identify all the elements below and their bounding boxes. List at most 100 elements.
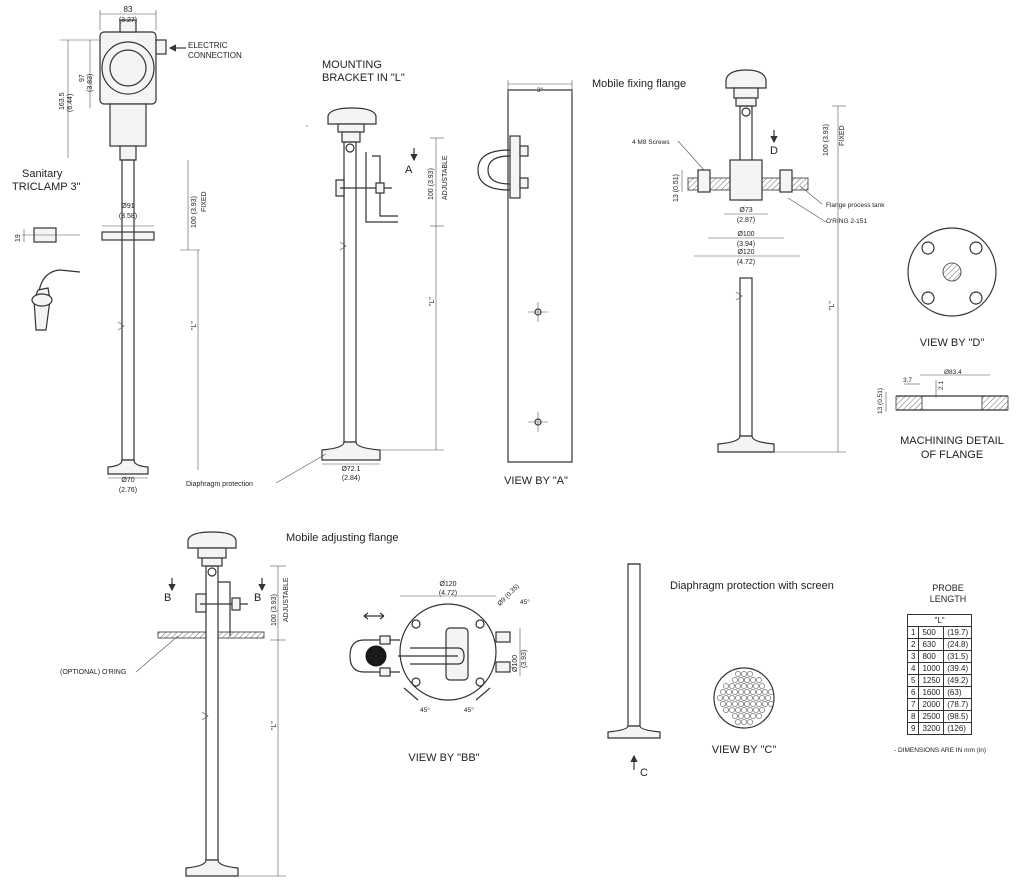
screen-hole — [729, 683, 735, 689]
label-mobile-adjusting: Mobile adjusting flange — [286, 532, 399, 544]
screen-hole — [747, 719, 753, 725]
probe-cell-n: 6 — [906, 686, 920, 699]
arrow-label-b-right: B — [254, 592, 261, 604]
screen-hole — [726, 689, 732, 695]
screen-hole — [741, 719, 747, 725]
probe-cell-mm: 1600 — [918, 686, 945, 699]
probe-cell-in: (126) — [943, 722, 973, 735]
dim-d100b: Ø100 — [512, 655, 519, 672]
screen-hole — [750, 677, 756, 683]
screen-hole — [744, 689, 750, 695]
probe-adjusting-flange — [135, 531, 286, 877]
dim-83: 83 — [124, 5, 133, 14]
housing-cover — [101, 41, 155, 95]
plate — [507, 89, 573, 463]
probe-cell-in: (39.4) — [943, 662, 973, 675]
screen-hole — [735, 695, 741, 701]
screen-hole — [744, 677, 750, 683]
dim-21: 2.1 — [938, 381, 945, 390]
screen-hole — [741, 683, 747, 689]
dim-163: 163.5 — [59, 92, 66, 110]
dim-d9: Ø9 (0.35) — [496, 583, 520, 607]
screen-hole — [738, 677, 744, 683]
dim-d120b-in: (4.72) — [439, 590, 457, 597]
dim-37: 3.7 — [903, 377, 912, 384]
dim-fixed-100b: 100 (3.93) — [823, 124, 830, 156]
screen-circle — [713, 667, 775, 729]
probe-cell-in: (24.8) — [943, 638, 973, 651]
label-view-c: VIEW BY "C" — [712, 744, 777, 756]
dim-13: 13 (0.51) — [673, 174, 680, 202]
transmitter-housing — [99, 31, 157, 105]
screen-hole — [759, 707, 765, 713]
dim-adjustable-b: ADJUSTABLE — [283, 577, 290, 622]
adjusting-flange-circle — [399, 603, 497, 701]
screen-hole — [723, 683, 729, 689]
screen-hole — [732, 689, 738, 695]
label-connection: CONNECTION — [188, 51, 242, 60]
view-bb — [349, 595, 521, 701]
probe-cell-n: 7 — [906, 698, 920, 711]
dimensions-note: - DIMENSIONS ARE IN mm (in) — [894, 747, 986, 754]
screen-hole — [735, 719, 741, 725]
screen-hole — [735, 683, 741, 689]
dim-d91: Ø91 — [121, 203, 134, 210]
view-a — [477, 80, 573, 463]
probe-title-1: PROBE — [932, 583, 964, 593]
probe-cell-n: 3 — [906, 650, 920, 663]
screen-hole — [729, 707, 735, 713]
diaphragm-foot — [607, 725, 661, 739]
screen-hole — [738, 713, 744, 719]
probe-cap — [725, 69, 767, 89]
screen-hole — [741, 707, 747, 713]
probe-tube — [739, 277, 753, 437]
dim-83-in: (3.27) — [119, 17, 137, 24]
dim-d834: Ø83.4 — [944, 369, 962, 376]
arrow-label-b-left: B — [164, 592, 171, 604]
dim-d120: Ø120 — [737, 249, 754, 256]
dim-d120b: Ø120 — [439, 581, 456, 588]
label-bracket: BRACKET IN "L" — [322, 72, 405, 84]
probe-diaphragm-screen — [607, 563, 775, 770]
probe-cell-n: 5 — [906, 674, 920, 687]
label-mounting: MOUNTING — [322, 59, 382, 71]
label-mobile-fixing: Mobile fixing flange — [592, 78, 686, 90]
dim-fixed: FIXED — [201, 191, 208, 212]
label-diaphragm-screen: Diaphragm protection with screen — [670, 580, 834, 592]
dim-d70: Ø70 — [121, 477, 134, 484]
probe-tube — [627, 563, 641, 727]
screen-hole — [723, 695, 729, 701]
diaphragm-foot — [185, 859, 239, 877]
screen-hole — [747, 707, 753, 713]
diaphragm-foot — [717, 435, 775, 453]
triclamp-flange — [101, 231, 155, 241]
screen-hole — [729, 695, 735, 701]
label-electric: ELECTRIC — [188, 41, 228, 50]
label-of-flange: OF FLANGE — [921, 449, 983, 461]
dim-97: 97 — [79, 74, 86, 82]
screen-hole — [744, 713, 750, 719]
screen-hole — [747, 695, 753, 701]
screen-hole — [735, 671, 741, 677]
electric-connection — [155, 39, 167, 55]
dim-3in: 3" — [537, 87, 544, 94]
probe-tube — [343, 141, 357, 443]
dim-d73-in: (2.87) — [737, 217, 755, 224]
screen-hole — [759, 683, 765, 689]
screen-hole — [753, 707, 759, 713]
l-bracket — [365, 152, 398, 223]
dim-fixed-100: 100 (3.93) — [191, 196, 198, 228]
probe-triclamp — [22, 10, 200, 479]
label-view-bb: VIEW BY "BB" — [408, 752, 479, 764]
probe-cell-in: (98.5) — [943, 710, 973, 723]
labels: 83 (3.27) ELECTRIC CONNECTION 97 (3.83) … — [12, 5, 1004, 779]
probe-cell-in: (31.5) — [943, 650, 973, 663]
